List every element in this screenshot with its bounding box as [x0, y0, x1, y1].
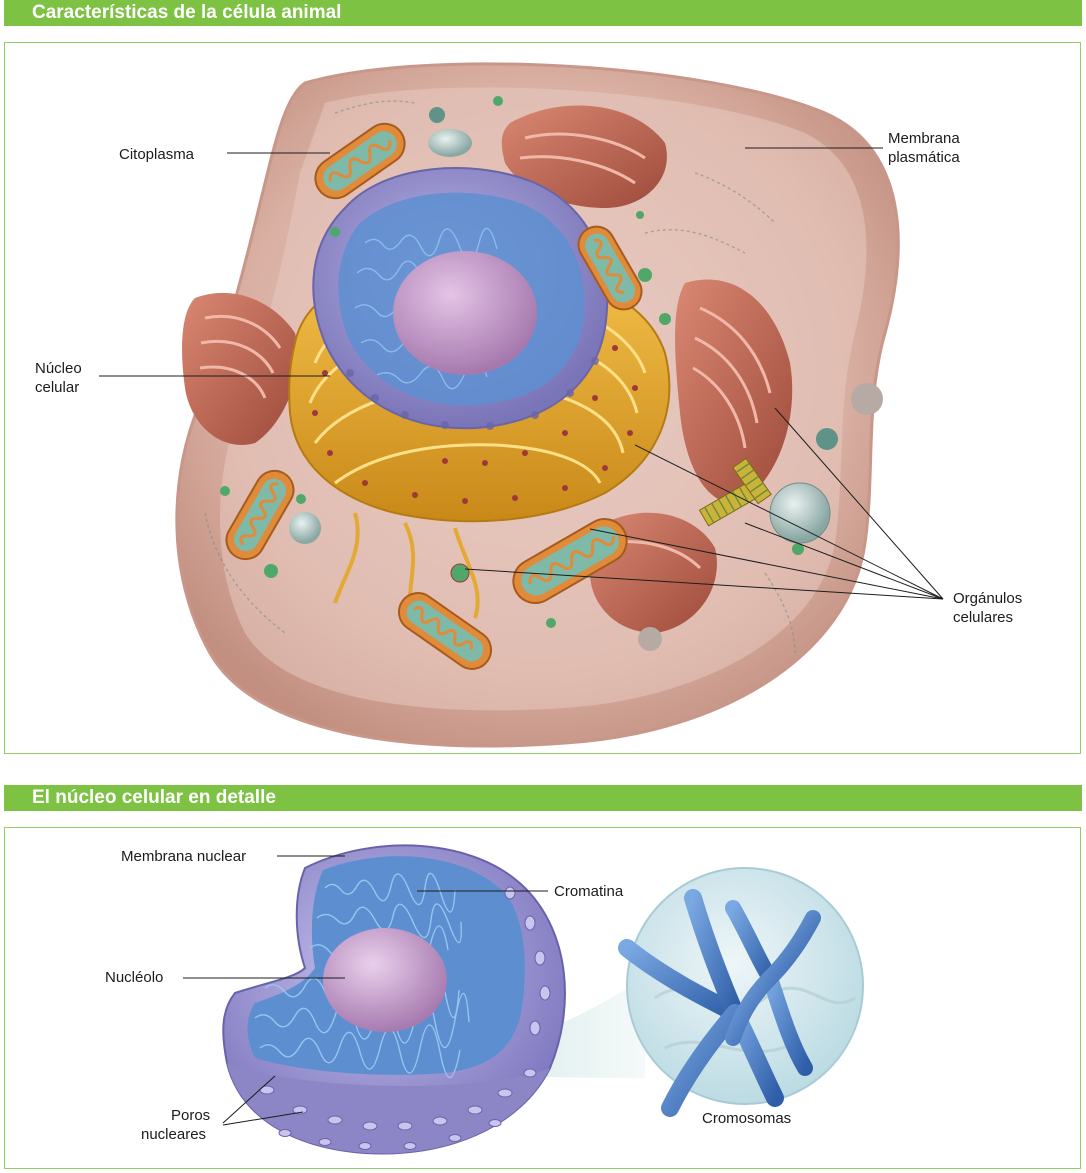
cell-nucleus	[312, 167, 609, 430]
section-title-animal-cell: Características de la célula animal	[4, 0, 1082, 26]
label-nucleolo: Nucléolo	[105, 969, 164, 986]
cytoskeleton	[204, 100, 796, 654]
chromosome-zoom	[618, 867, 864, 1117]
nucleolus	[323, 928, 447, 1032]
animal-cell-panel: Citoplasma Membrana plasmática Núcleo ce…	[4, 42, 1081, 754]
label-membrana-plasmatica-line1: Membrana	[888, 130, 960, 147]
label-organulos-line1: Orgánulos	[953, 590, 1023, 607]
label-cromatina: Cromatina	[554, 883, 624, 900]
golgi-apparatus	[182, 292, 298, 445]
label-organulos-line2: celulares	[953, 609, 1014, 626]
label-nucleo-celular-line2: celular	[35, 379, 80, 396]
label-membrana-nuclear: Membrana nuclear	[121, 848, 247, 865]
nucleolus	[393, 251, 537, 375]
label-cromosomas: Cromosomas	[702, 1110, 792, 1127]
label-nucleo-celular-line1: Núcleo	[35, 360, 82, 377]
label-membrana-plasmatica-line2: plasmática	[888, 149, 960, 166]
label-poros-line2: nucleares	[141, 1126, 207, 1143]
label-citoplasma: Citoplasma	[119, 146, 195, 163]
nucleus-detail-illustration	[222, 844, 864, 1155]
golgi-apparatus-top	[501, 105, 667, 208]
section-title-nucleus-detail: El núcleo celular en detalle	[4, 785, 1082, 811]
chromosomes	[618, 889, 821, 1117]
nucleus-cutaway	[222, 844, 566, 1155]
label-poros-line1: Poros	[171, 1107, 211, 1124]
nucleus-detail-panel: Membrana nuclear Cromatina Nucléolo Poro…	[4, 827, 1081, 1169]
